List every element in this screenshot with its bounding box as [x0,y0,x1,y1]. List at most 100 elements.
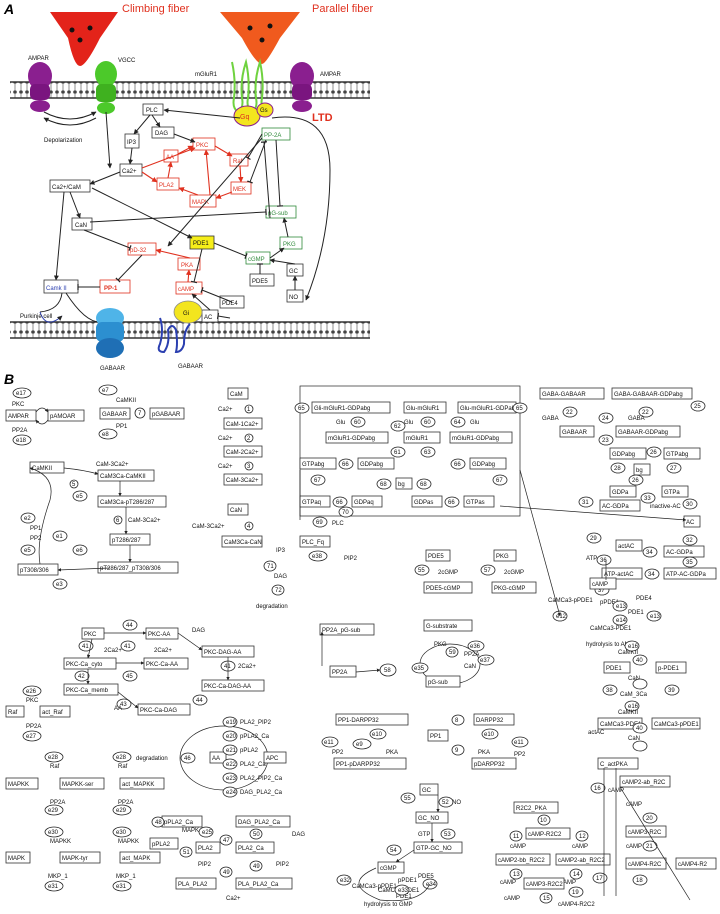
svg-text:2Ca2+: 2Ca2+ [238,664,256,670]
svg-text:IP3: IP3 [127,140,137,146]
svg-text:43: 43 [120,702,127,708]
svg-text:CaMKII: CaMKII [618,650,638,656]
node-ip3: IP3 [124,133,140,149]
svg-text:AMPAR: AMPAR [8,414,30,420]
svg-text:2Ca2+: 2Ca2+ [104,648,122,654]
svg-text:35: 35 [686,560,693,566]
svg-text:66: 66 [336,500,343,506]
svg-text:GABA-GABAAR: GABA-GABAAR [542,392,586,398]
svg-text:49: 49 [223,870,230,876]
svg-text:CaM-3Ca2+: CaM-3Ca2+ [226,478,259,484]
svg-text:52: 52 [442,800,449,806]
mglur1-receptor [231,58,267,114]
parallel-fiber-terminal [220,12,300,64]
svg-text:55: 55 [418,568,425,574]
svg-text:GTP-GC_NO: GTP-GC_NO [416,846,452,852]
svg-text:DAG: DAG [292,832,305,838]
svg-text:ATP-actAC: ATP-actAC [604,572,634,578]
svg-text:Raf: Raf [233,159,243,165]
svg-text:15: 15 [543,896,550,902]
svg-text:PP2A: PP2A [50,800,65,806]
svg-text:e7: e7 [102,388,109,394]
svg-text:20: 20 [646,816,653,822]
reaction-cam: CaM Ca2+1 CaM-1Ca2+ Ca2+2 CaM-2Ca2+ Ca2+… [218,387,263,486]
svg-text:e5: e5 [76,494,83,500]
svg-text:cGMP: cGMP [248,257,265,263]
svg-text:cAMP: cAMP [504,896,520,902]
svg-text:GDPa: GDPa [612,490,629,496]
svg-text:NO: NO [452,800,461,806]
reaction-pp2a-gsub: PP2A_pG-sub PP2A 58 G-substrate PKG PP2A… [319,619,495,688]
svg-text:e14: e14 [616,618,627,624]
svg-text:66: 66 [454,462,461,468]
svg-text:MAPK-tyr: MAPK-tyr [62,856,88,862]
svg-text:PP-1: PP-1 [104,286,118,292]
panel-a-label: A [3,1,14,17]
svg-text:38: 38 [606,688,613,694]
svg-text:e17: e17 [16,391,27,397]
svg-text:CaM_3Ca: CaM_3Ca [620,692,648,698]
svg-text:e32: e32 [340,878,351,884]
svg-text:e37: e37 [480,658,491,664]
svg-text:PP1: PP1 [116,424,128,430]
node-no: NO [286,289,304,303]
svg-text:GDPas: GDPas [414,500,433,506]
svg-text:PKA: PKA [181,263,193,269]
svg-text:50: 50 [253,832,260,838]
node-pgsub: pG-sub [265,205,297,219]
svg-text:cAMP4-R2C2: cAMP4-R2C2 [558,902,595,908]
svg-text:e34: e34 [426,882,437,888]
svg-text:degradation: degradation [136,756,168,762]
svg-text:GTPa: GTPa [664,490,680,496]
svg-text:70: 70 [342,510,349,516]
top-membrane [10,82,370,98]
gabaar-right-label: GABAAR [178,364,204,370]
svg-text:Glu: Glu [470,420,479,426]
svg-text:PKA: PKA [386,750,398,756]
svg-text:pDARPP32: pDARPP32 [474,762,505,768]
node-pde1: PDE1 [189,235,215,250]
svg-text:26: 26 [650,450,657,456]
svg-text:MAPKK: MAPKK [118,839,139,845]
svg-text:pT286/287: pT286/287 [112,538,141,544]
svg-text:DAG_PLA2_Ca: DAG_PLA2_Ca [240,790,283,796]
svg-text:2: 2 [247,436,251,442]
svg-text:act_Raf: act_Raf [42,710,63,716]
ltd-label: LTD [312,112,333,124]
svg-text:34: 34 [646,550,653,556]
svg-text:PLC: PLC [332,521,344,527]
node-gc: GC [286,263,304,277]
svg-text:pPLA2: pPLA2 [152,842,171,848]
svg-text:cAMP4-R2: cAMP4-R2 [678,862,708,868]
reaction-camkii: CaMKII CaM-3Ca2+ CaM3Ca-CaMKII 5 CaM3Ca-… [17,461,179,590]
reaction-can: CaN CaM-3Ca2+ 4 CaM3Ca-CaN [192,503,263,548]
svg-text:PKC-Ca-DAG-AA: PKC-Ca-DAG-AA [204,684,251,690]
svg-text:GC: GC [289,269,299,275]
node-ca: Ca2+ [119,163,143,177]
svg-text:DARPP32: DARPP32 [476,718,504,724]
svg-text:ATP-AC-GDPa: ATP-AC-GDPa [666,572,707,578]
svg-text:42: 42 [78,674,85,680]
svg-text:30: 30 [686,502,693,508]
svg-text:e1: e1 [56,534,63,540]
svg-text:PP2A: PP2A [332,670,347,676]
svg-text:12: 12 [579,834,586,840]
reaction-pla2-cycle: AA APC 46 degradation e19 PLA2_PIP2 e20 … [136,716,287,798]
svg-text:CaM3Ca-pT286/287: CaM3Ca-pT286/287 [100,500,155,506]
svg-text:APC: APC [266,756,279,762]
svg-text:act_MAPKK: act_MAPKK [122,782,154,788]
svg-text:CaN: CaN [628,736,640,742]
svg-text:CaMKII: CaMKII [32,466,52,472]
svg-text:MAPKK-ser: MAPKK-ser [62,782,93,788]
svg-text:PDE1: PDE1 [396,894,412,900]
svg-text:e29: e29 [48,808,59,814]
svg-text:57: 57 [484,568,491,574]
svg-text:cAMP2-bb_R2C2: cAMP2-bb_R2C2 [498,858,545,864]
svg-text:e30: e30 [116,830,127,836]
gabaar-left-receptor [96,308,124,358]
svg-text:cAMP3-R2C: cAMP3-R2C [628,830,662,836]
svg-text:59: 59 [449,650,456,656]
svg-text:67: 67 [314,478,321,484]
svg-text:hydrolysis to AMP: hydrolysis to AMP [586,642,634,648]
svg-text:Ca2+: Ca2+ [218,464,233,470]
